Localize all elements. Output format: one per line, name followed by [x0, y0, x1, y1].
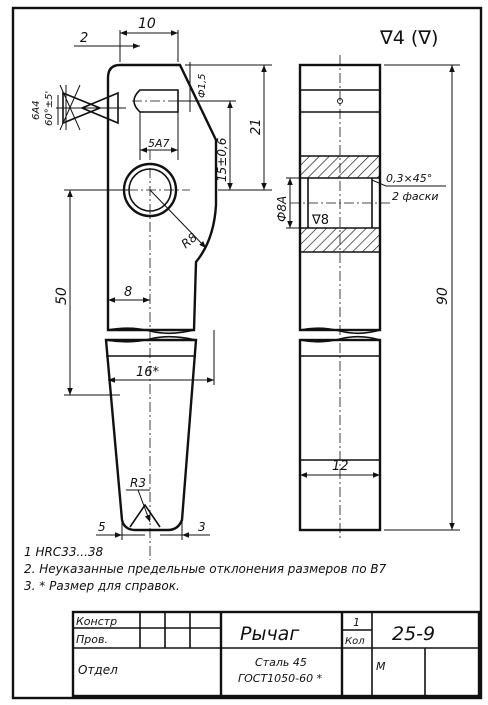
side-dims: Ф8А ∇8 0,3×45° 2 фаски 90 12	[275, 64, 460, 531]
dim-8: 8	[124, 285, 132, 300]
tb-material-2: ГОСТ1050-60 *	[238, 672, 323, 685]
note-3: 3. * Размер для справок.	[24, 579, 180, 593]
tb-qty: 1	[353, 616, 360, 629]
dim-6a4: 6А4	[31, 100, 42, 120]
tb-scale: М	[376, 660, 386, 673]
tb-konstr: Констр	[76, 615, 117, 628]
dim-50: 50	[54, 287, 70, 305]
dim-3: 3	[198, 520, 206, 534]
dim-16: 16*	[136, 365, 160, 380]
tb-qty-label: Кол	[345, 636, 365, 647]
finish-8: ∇8	[311, 213, 329, 228]
drawing-frame	[11, 6, 483, 700]
side-view	[290, 55, 390, 540]
surface-finish-symbol: ∇4 (∇)	[379, 27, 438, 49]
dim-phi15: Ф1,5	[197, 73, 208, 98]
dim-5: 5	[98, 520, 106, 534]
dim-21: 21	[249, 118, 264, 135]
tb-name: Рычаг	[240, 623, 300, 645]
chamfer-note: 2 фаски	[392, 190, 438, 203]
dim-r8: R8	[179, 230, 201, 251]
title-block: Констр Пров. Отдел Рычаг 1 Кол 25-9 Стал…	[71, 610, 481, 698]
tb-material-1: Сталь 45	[255, 656, 307, 669]
dim-2: 2	[80, 31, 88, 46]
dim-90: 90	[435, 287, 451, 305]
angle-detail: 6А4 60°±5'	[31, 84, 126, 131]
chamfer-dim: 0,3×45°	[386, 172, 432, 185]
dim-10: 10	[138, 16, 156, 32]
dim-12: 12	[332, 459, 349, 474]
note-1: 1 HRC33...38	[24, 545, 104, 559]
dim-r3: R3	[130, 476, 146, 490]
tb-otdel: Отдел	[78, 663, 118, 677]
dim-phi8a: Ф8А	[275, 196, 289, 222]
dim-15: 15±0,6	[215, 137, 229, 182]
dim-60deg: 60°±5'	[44, 91, 55, 126]
note-2: 2. Неуказанные предельные отклонения раз…	[24, 562, 387, 576]
notes: 1 HRC33...38 2. Неуказанные предельные о…	[24, 545, 387, 593]
front-dims: 10 2 Ф1,5 5А7 21 15±0,6 R8 8 50 16	[54, 16, 272, 540]
dim-5a7: 5А7	[148, 137, 170, 150]
tb-number: 25-9	[392, 623, 435, 645]
tb-prov: Пров.	[76, 633, 108, 646]
